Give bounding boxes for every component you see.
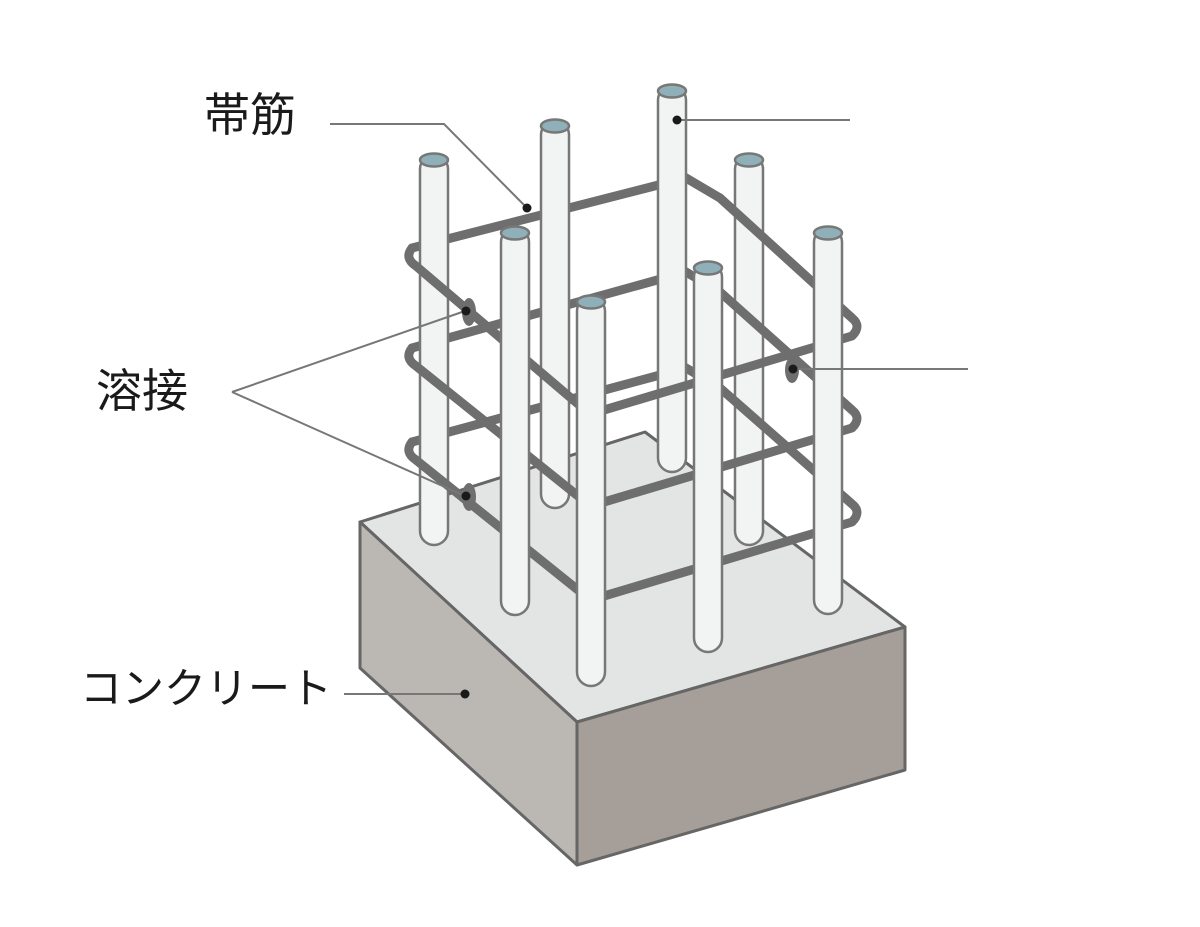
dot-weld-right: [788, 364, 798, 374]
rebar-front-right-cap: [812, 225, 844, 241]
rebar-back-tall-cap: [656, 83, 688, 99]
bars-back: [418, 83, 765, 547]
leader-line-weld-lower: [231, 391, 466, 497]
rebar-back-right-cap: [733, 152, 765, 168]
rebar-front-right-body: [812, 226, 844, 616]
rebar-back-right: [733, 152, 765, 547]
rebar-back-left-cap: [418, 152, 450, 168]
dot-hoop: [522, 203, 532, 213]
concrete-block-right-face: [575, 625, 907, 867]
rebar-back-center-cap: [539, 118, 571, 134]
rebar-front-mid-body: [692, 261, 724, 654]
bars-front: [499, 225, 844, 688]
leader-line-weld-upper: [231, 310, 466, 393]
dot-weld-upper: [461, 306, 471, 316]
rebar-back-tall: [656, 83, 688, 474]
rebar-back-left: [418, 152, 450, 547]
rebar-front-mid-cap: [692, 260, 724, 276]
rebar-front-center: [575, 294, 607, 688]
rebar-front-left-cap: [499, 225, 531, 241]
dot-main-bar: [672, 115, 682, 125]
rebar-back-center: [539, 118, 571, 510]
leader-lines: [231, 119, 968, 695]
label-weld: 溶接: [96, 364, 188, 418]
dot-concrete: [460, 689, 470, 699]
rebar-front-left: [499, 225, 531, 617]
rebar-back-tall-body: [656, 84, 688, 474]
rebar-front-left-body: [499, 226, 531, 617]
label-concrete: コンクリート: [80, 664, 333, 713]
rebar-front-mid: [692, 260, 724, 654]
dot-weld-lower: [461, 491, 471, 501]
label-hoop: 帯筋: [204, 88, 296, 142]
rebar-front-right: [812, 225, 844, 616]
leader-dots: [460, 115, 798, 699]
leader-line-hoop: [330, 123, 528, 209]
rebar-front-center-body: [575, 295, 607, 688]
rebar-back-center-body: [539, 119, 571, 510]
rebar-front-center-cap: [575, 294, 607, 310]
